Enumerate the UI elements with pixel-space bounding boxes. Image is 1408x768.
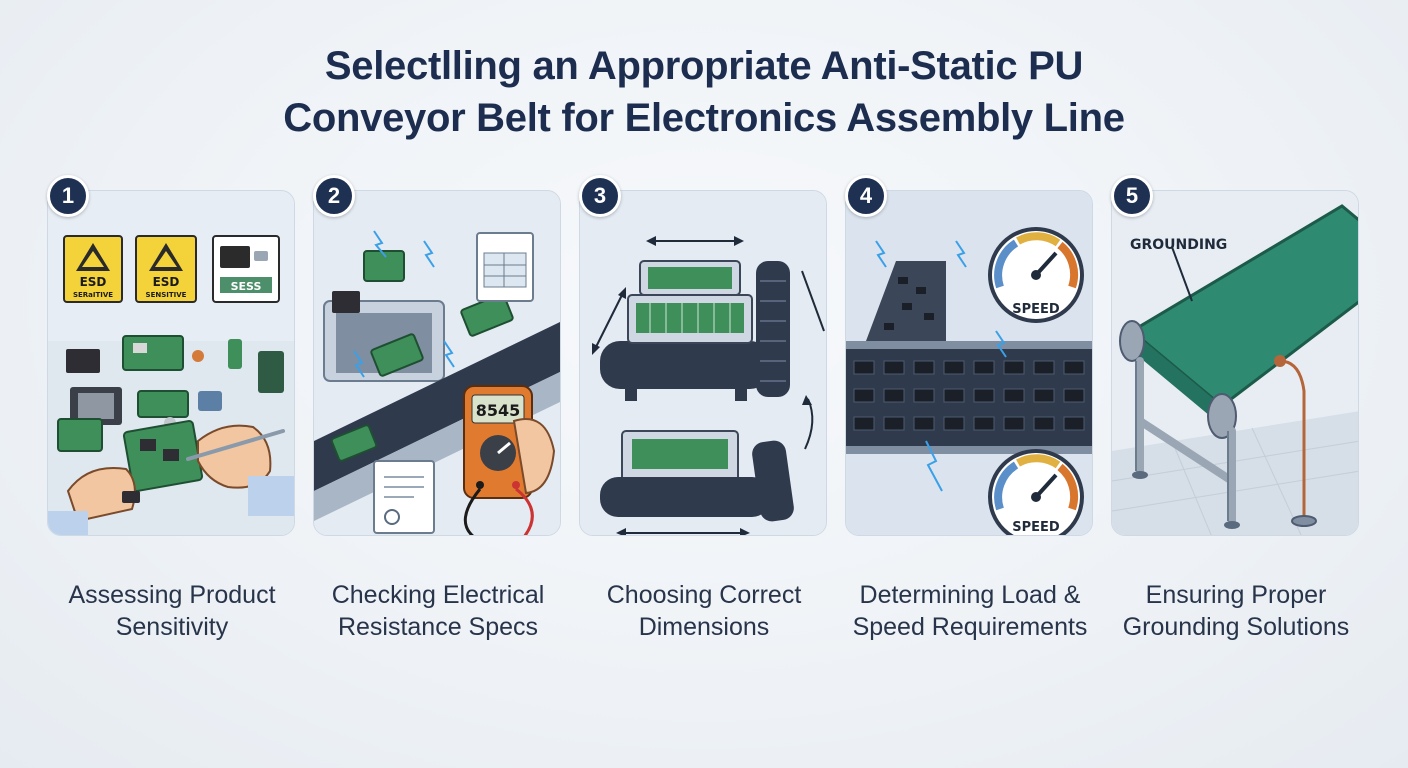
step-5: GROUNDING 5 Ensuring Proper Grounding So…: [1111, 175, 1361, 645]
title-line-1: Selectlling an Appropriate Anti-Static P…: [324, 44, 1084, 88]
step-5-caption: Ensuring Proper Grounding Solutions: [1091, 579, 1381, 643]
speed-gauge-top-label: SPEED: [1012, 302, 1060, 317]
step-1-caption-line-1: Assessing Product: [68, 581, 276, 609]
sess-label: SESS: [231, 280, 262, 293]
step-5-caption-line-1: Ensuring Proper: [1145, 581, 1327, 609]
grounding-label: GROUNDING: [1130, 237, 1227, 253]
speed-gauge-bottom-label: SPEED: [1012, 520, 1060, 535]
sess-sign: SESS: [212, 235, 280, 303]
step-1: ESD SERaITIVE ESD SENSITIVE SESS: [47, 175, 297, 645]
title-line-2: Conveyor Belt for Electronics Assembly L…: [283, 96, 1125, 140]
step-4-caption: Determining Load & Speed Requirements: [825, 579, 1115, 643]
esd-sub-label-2: SENSITIVE: [146, 291, 187, 299]
step-2-caption-line-1: Checking Electrical: [331, 581, 545, 609]
speed-gauge-top: SPEED: [988, 227, 1084, 323]
step-4-badge: 4: [845, 175, 887, 217]
step-3-caption-line-2: Dimensions: [638, 613, 770, 641]
page-title: Selectlling an Appropriate Anti-Static P…: [0, 40, 1408, 144]
esd-warning-sign-1: ESD SERaITIVE: [63, 235, 123, 303]
step-2-caption-line-2: Resistance Specs: [337, 613, 539, 641]
step-1-badge: 1: [47, 175, 89, 217]
step-2-illustration: 8545: [313, 190, 561, 536]
step-3-badge: 3: [579, 175, 621, 217]
step-4-illustration: SPEED SPEED: [845, 190, 1093, 536]
esd-label-2: ESD: [153, 275, 180, 289]
step-2-caption: Checking Electrical Resistance Specs: [293, 579, 583, 643]
speed-gauge-bottom: SPEED: [988, 449, 1084, 535]
meter-reading: 8545: [476, 401, 521, 420]
step-4: SPEED SPEED 4 Determining Load & Speed R…: [845, 175, 1095, 645]
step-5-badge: 5: [1111, 175, 1153, 217]
esd-warning-sign-2: ESD SENSITIVE: [135, 235, 197, 303]
step-4-caption-line-2: Speed Requirements: [852, 613, 1088, 641]
multimeter-icon: 8545: [463, 385, 533, 499]
step-5-caption-line-2: Grounding Solutions: [1122, 613, 1350, 641]
step-3-caption-line-1: Choosing Correct: [606, 581, 802, 609]
step-3-caption: Choosing Correct Dimensions: [559, 579, 849, 643]
step-3-illustration: [579, 190, 827, 536]
step-2: 8545 2 Checking Electrical Resistance Sp…: [313, 175, 563, 645]
step-4-caption-line-1: Determining Load &: [859, 581, 1081, 609]
esd-sub-label-1: SERaITIVE: [73, 291, 113, 299]
esd-label-1: ESD: [80, 275, 107, 289]
step-5-illustration: GROUNDING: [1111, 190, 1359, 536]
step-3: 3 Choosing Correct Dimensions: [579, 175, 829, 645]
step-1-illustration: ESD SERaITIVE ESD SENSITIVE SESS: [47, 190, 295, 536]
step-1-caption: Assessing Product Sensitivity: [27, 579, 317, 643]
step-2-badge: 2: [313, 175, 355, 217]
step-1-caption-line-2: Sensitivity: [115, 613, 229, 641]
